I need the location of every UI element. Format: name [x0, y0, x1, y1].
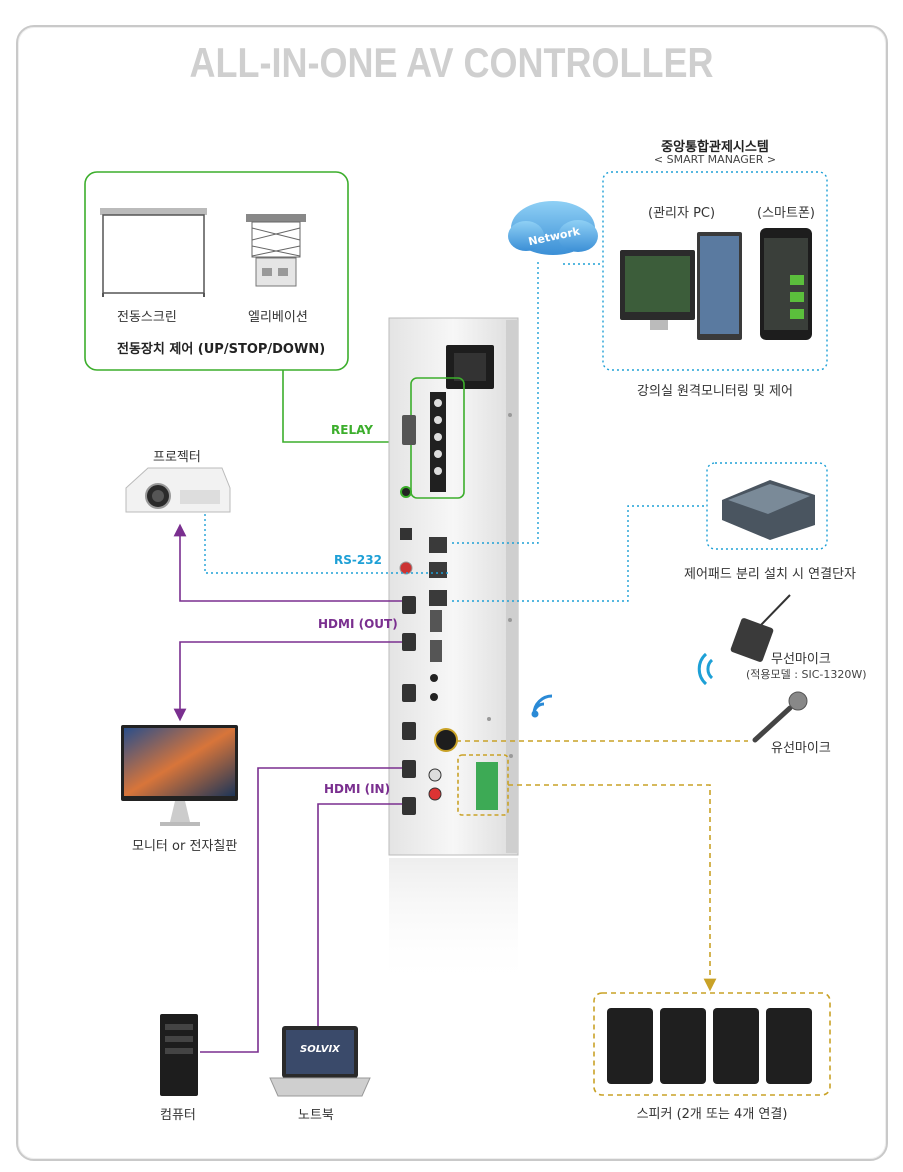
hdmi-out-monitor-line	[173, 641, 402, 722]
device-reflection	[389, 858, 518, 988]
relay-line	[282, 370, 408, 443]
smartphone-icon	[760, 228, 812, 340]
wired-mic-label: 유선마이크	[771, 741, 831, 756]
control-pad-icon	[722, 480, 815, 540]
smart-manager-subtitle: < SMART MANAGER >	[653, 153, 777, 166]
monitor-label: 모니터 or 전자칠판	[132, 839, 238, 854]
elevation-icon	[246, 214, 306, 287]
elevation-label: 엘리베이션	[248, 310, 308, 325]
speaker-icons	[607, 1008, 812, 1084]
relay-label: RELAY	[331, 423, 373, 437]
control-pad-line	[452, 505, 707, 602]
computer-icon	[160, 1014, 198, 1096]
notebook-brand: SOLVIX	[300, 1044, 340, 1055]
remote-monitoring-label: 강의실 원격모니터링 및 제어	[637, 384, 793, 399]
hdmi-in-label: HDMI (IN)	[324, 782, 391, 796]
network-cloud-icon	[508, 201, 598, 255]
hdmi-out-projector-line	[173, 523, 402, 602]
wireless-mic-model: (적용모델 : SIC-1320W)	[746, 668, 867, 681]
smart-manager-box	[602, 171, 828, 371]
admin-pc-icon	[620, 232, 742, 340]
network-line	[452, 262, 539, 544]
admin-pc-label: (관리자 PC)	[648, 206, 716, 221]
hdmi-in-computer-line	[200, 767, 402, 1053]
smartphone-label: (스마트폰)	[757, 206, 815, 221]
notebook-icon	[269, 1026, 371, 1097]
wired-mic-icon	[752, 691, 808, 743]
projector-label: 프로젝터	[153, 450, 201, 465]
speaker-line	[508, 784, 717, 992]
hdmi-out-label: HDMI (OUT)	[318, 617, 398, 631]
speaker-label: 스피커 (2개 또는 4개 연결)	[636, 1107, 788, 1122]
screen-icon	[100, 208, 207, 297]
wifi-icon	[531, 694, 553, 718]
wireless-mic-label: 무선마이크	[771, 652, 831, 667]
speaker-box	[593, 992, 831, 1096]
outer-frame	[16, 25, 888, 1161]
screen-label: 전동스크린	[117, 310, 177, 325]
monitor-icon	[121, 725, 238, 826]
control-pad-label: 제어패드 분리 설치 시 연결단자	[683, 567, 856, 582]
motor-control-label: 전동장치 제어 (UP/STOP/DOWN)	[117, 342, 326, 357]
notebook-label: 노트북	[298, 1108, 334, 1123]
hdmi-in-notebook-line	[317, 803, 402, 1026]
control-pad-box	[706, 462, 828, 550]
computer-label: 컴퓨터	[160, 1108, 196, 1123]
rs232-label: RS-232	[334, 553, 382, 567]
rs232-line	[204, 514, 448, 574]
projector-icon	[125, 467, 231, 513]
wireless-mic-icon	[697, 594, 791, 686]
motor-device-box	[84, 171, 349, 371]
page-title: ALL-IN-ONE AV CONTROLLER	[189, 38, 714, 86]
av-controller-device	[388, 317, 519, 856]
smart-manager-title: 중앙통합관제시스템	[661, 140, 769, 155]
